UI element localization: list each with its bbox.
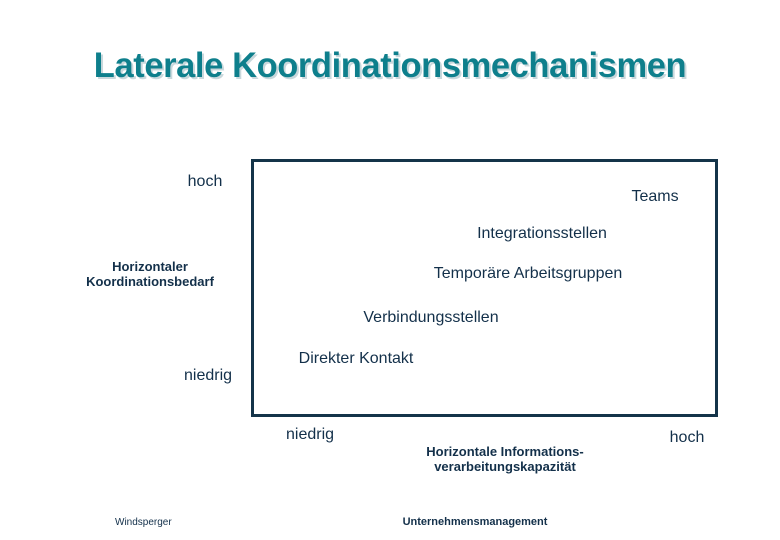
page-title: Laterale Koordinationsmechanismen <box>93 46 687 85</box>
data-point-label: Teams <box>631 188 679 205</box>
x-axis-tick-low: niedrig <box>285 426 335 443</box>
x-axis-title-line1: Horizontale Informations- <box>426 444 584 459</box>
data-point-label: Verbindungsstellen <box>363 309 499 326</box>
footer-author: Windsperger <box>115 517 172 528</box>
y-axis-tick-high: hoch <box>187 173 223 190</box>
y-axis-title: Horizontaler Koordinationsbedarf <box>86 259 214 289</box>
footer-course-title: Unternehmensmanagement <box>402 516 548 528</box>
y-axis-tick-low: niedrig <box>183 367 233 384</box>
x-axis-tick-high: hoch <box>669 429 705 446</box>
x-axis-title: Horizontale Informations- verarbeitungsk… <box>426 444 583 474</box>
x-axis-title-line2: verarbeitungskapazität <box>434 459 576 474</box>
y-axis-title-line2: Koordinationsbedarf <box>86 274 214 289</box>
plot-frame <box>251 159 718 417</box>
y-axis-title-line1: Horizontaler <box>112 259 188 274</box>
data-point-label: Temporäre Arbeitsgruppen <box>433 265 623 282</box>
data-point-label: Integrationsstellen <box>477 225 607 242</box>
data-point-label: Direkter Kontakt <box>298 350 414 367</box>
